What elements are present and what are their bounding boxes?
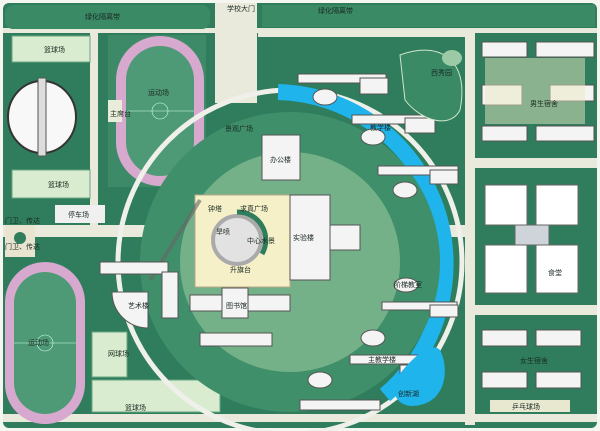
grandstand xyxy=(108,100,122,122)
label-lab: 实验楼 xyxy=(293,233,314,242)
label-office: 办公楼 xyxy=(270,155,291,164)
label-basketball-west: 篮球场 xyxy=(48,180,69,189)
ring-canal xyxy=(277,84,454,402)
label-stadium-north: 运动场 xyxy=(148,88,169,97)
label-main-gate: 学校大门 xyxy=(227,4,255,13)
label-central-water: 中心水景 xyxy=(247,236,275,245)
label-basketball-north: 篮球场 xyxy=(44,45,65,54)
lake xyxy=(393,347,445,406)
gymnasium-roof-spine xyxy=(37,77,47,157)
label-stadium-south: 运动场 xyxy=(28,338,49,347)
canteen xyxy=(484,184,579,294)
label-tennis: 网球场 xyxy=(108,349,129,358)
label-pingpong: 乒乓球场 xyxy=(512,402,540,411)
label-female-dorm: 女生宿舍 xyxy=(520,356,548,365)
label-grandstand: 主席台 xyxy=(110,109,131,118)
label-green-belt-west: 绿化隔离带 xyxy=(85,12,120,21)
label-canteen: 食堂 xyxy=(548,268,562,277)
label-qiuzhen-plaza: 求真广场 xyxy=(240,204,268,213)
lab-building xyxy=(289,194,331,281)
office-building xyxy=(261,134,301,181)
green-belt-east xyxy=(262,5,595,27)
label-guard-south: 门卫、传达 xyxy=(5,242,40,251)
label-lecture-hall: 阶梯教室 xyxy=(394,280,422,289)
label-garden: 西秀园 xyxy=(431,68,452,77)
label-teaching-building: 教学楼 xyxy=(370,123,391,132)
label-green-belt-east: 绿化隔离带 xyxy=(318,6,353,15)
art-building xyxy=(111,291,149,329)
garden-pavilion xyxy=(442,50,462,66)
label-parking: 停车场 xyxy=(68,210,89,219)
tennis-courts xyxy=(91,331,128,378)
label-library: 图书馆 xyxy=(226,301,247,310)
basketball-courts-north xyxy=(11,35,91,63)
label-flag-platform: 升旗台 xyxy=(230,265,251,274)
pingpong-courts xyxy=(490,400,570,412)
dry-fountain xyxy=(211,214,263,266)
label-dry-fountain: 旱喷 xyxy=(216,227,230,236)
label-basketball-south: 篮球场 xyxy=(125,403,146,412)
label-main-teaching: 主教学楼 xyxy=(368,355,396,364)
female-dorms xyxy=(481,329,582,389)
label-clock-tower: 钟塔 xyxy=(208,204,222,213)
label-landscape-plaza: 景观广场 xyxy=(225,124,253,133)
label-male-dorm: 男生宿舍 xyxy=(530,99,558,108)
label-lake: 创新湖 xyxy=(398,389,419,398)
green-belt-west xyxy=(5,5,210,29)
parking-lot xyxy=(55,205,105,223)
label-art: 艺术楼 xyxy=(128,301,149,310)
garden xyxy=(399,49,463,122)
basketball-courts-west xyxy=(11,169,91,199)
label-guard-north: 门卫、传达 xyxy=(5,216,40,225)
